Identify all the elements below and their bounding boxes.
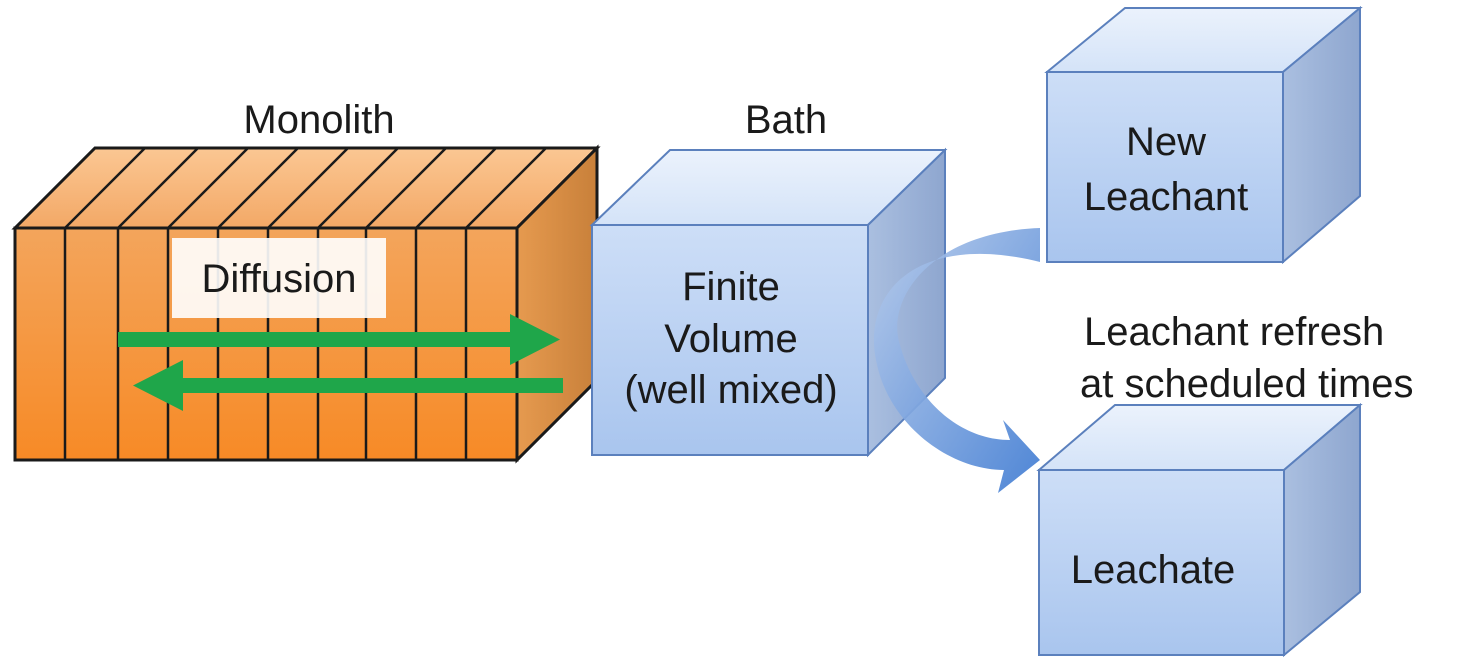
bath-cube-front — [591, 224, 869, 456]
refresh-text-line1: Leachant refresh — [1084, 310, 1384, 354]
new-leachant-front — [1046, 71, 1284, 263]
leachate-front — [1038, 469, 1285, 656]
bath-text-line3: (well mixed) — [624, 368, 837, 412]
leachate-label: Leachate — [1071, 548, 1236, 592]
diffusion-arrow-right-icon — [118, 314, 560, 365]
diffusion-label: Diffusion — [202, 257, 357, 301]
monolith-label: Monolith — [243, 98, 394, 142]
bath-text-line2: Volume — [664, 317, 797, 361]
leachate-cube — [1036, 402, 1363, 658]
diffusion-arrow-left-icon — [133, 360, 563, 411]
diffusion-label-box — [172, 238, 386, 318]
new-leachant-line2: Leachant — [1084, 175, 1249, 219]
bath-label: Bath — [745, 98, 827, 142]
new-leachant-cube — [1044, 5, 1363, 265]
refresh-text-line2: at scheduled times — [1080, 362, 1414, 406]
monolith-top-face — [11, 146, 601, 230]
bath-text-line1: Finite — [682, 265, 780, 309]
new-leachant-line1: New — [1126, 120, 1206, 164]
refresh-curved-arrow-icon — [873, 228, 1040, 493]
bath-cube — [589, 147, 948, 458]
